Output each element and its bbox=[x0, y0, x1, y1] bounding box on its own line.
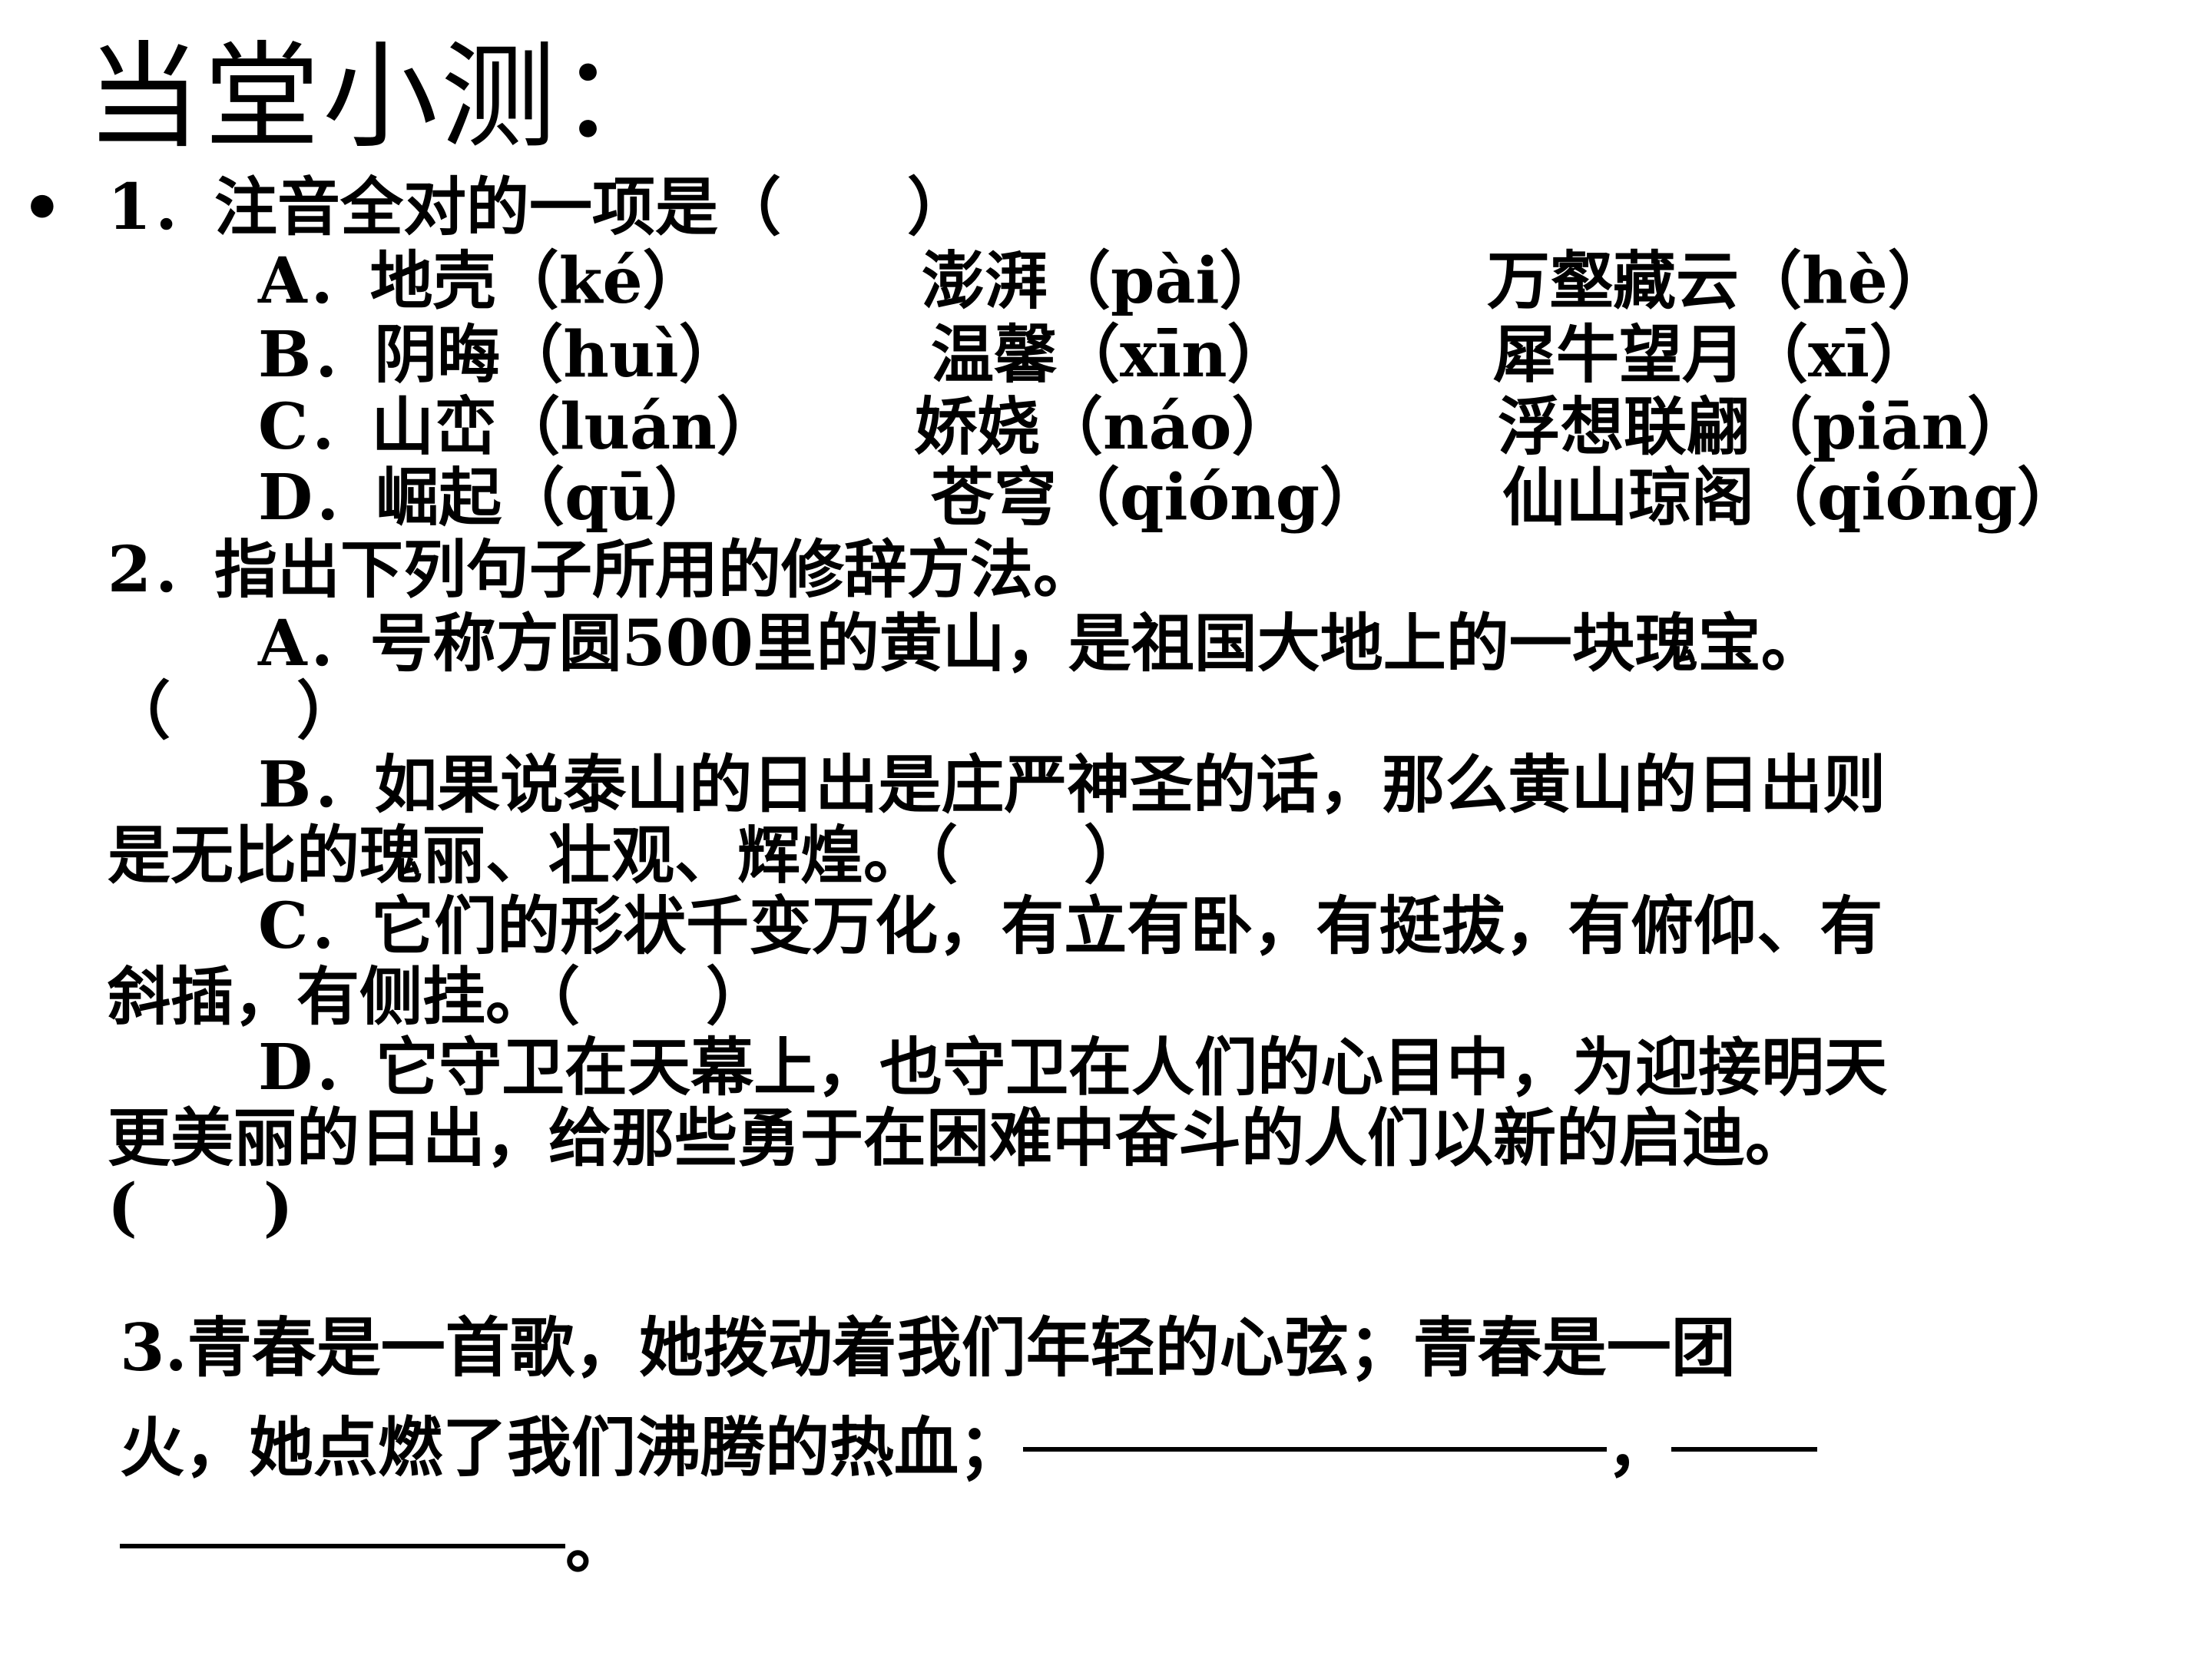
page-title: 当堂小测： bbox=[86, 31, 678, 164]
q2-option-c-line1: C．它们的形状千变万化，有立有卧，有挺拔，有俯仰、有 bbox=[258, 889, 1883, 963]
q1-option-d-word2: 苍穹（qióng） bbox=[931, 461, 1383, 535]
q2-option-d-blank: ( ) bbox=[108, 1171, 293, 1244]
q3-line2: 火，她点燃了我们沸腾的热血； ， bbox=[120, 1398, 1818, 1498]
q1-option-a-word2: 澎湃（pài） bbox=[922, 244, 1283, 318]
q1-option-a-word1: A．地壳（ké） bbox=[258, 244, 706, 318]
q3-line2-text: 火，她点燃了我们沸腾的热血； bbox=[120, 1409, 1024, 1485]
q2-stem: 2．指出下列句子所用的修辞方法。 bbox=[108, 533, 1097, 607]
q3-line3: 。 bbox=[120, 1495, 630, 1594]
q1-option-c-word3: 浮想联翩（piān） bbox=[1498, 390, 2031, 464]
q1-option-b-word1: B．阴晦（huì） bbox=[258, 318, 742, 392]
q3-answer-blank-2b[interactable] bbox=[120, 1544, 565, 1548]
q1-option-d-word1: D．崛起（qū） bbox=[258, 461, 718, 535]
q2-option-c-line2: 斜插，有侧挂。（ ） bbox=[108, 960, 770, 1034]
q1-option-b-word2: 温馨（xīn） bbox=[931, 318, 1290, 392]
bullet-marker: • bbox=[22, 170, 63, 246]
q3-answer-blank-1[interactable] bbox=[1023, 1447, 1608, 1452]
q2-option-a-line1: A．号称方圆500里的黄山，是祖国大地上的一块瑰宝。 bbox=[258, 607, 1824, 680]
q2-option-d-line2: 更美丽的日出，给那些勇于在困难中奋斗的人们以新的启迪。 bbox=[108, 1101, 1809, 1175]
q2-option-b-line1: B．如果说泰山的日出是庄严神圣的话，那么黄山的日出则 bbox=[258, 748, 1886, 822]
q1-option-c-word2: 娇娆（náo） bbox=[914, 390, 1295, 464]
q2-option-d-line1: D．它守卫在天幕上，也守卫在人们的心目中，为迎接明天 bbox=[258, 1031, 1888, 1104]
q3-period: 。 bbox=[565, 1506, 631, 1582]
q3-answer-blank-2a[interactable] bbox=[1671, 1447, 1818, 1452]
q3-line1: 3.青春是一首歌，她拨动着我们年轻的心弦；青春是一团 bbox=[120, 1310, 1736, 1386]
q1-option-a-word3: 万壑藏云（hè） bbox=[1487, 244, 1951, 318]
q1-option-d-word3: 仙山琼阁（qióng） bbox=[1502, 461, 2081, 535]
q3-comma: ， bbox=[1607, 1409, 1672, 1485]
q1-option-c-word1: C．山峦（luán） bbox=[258, 390, 780, 464]
q1-stem: 1．注音全对的一项是（ ） bbox=[108, 171, 971, 244]
q2-option-a-blank: （ ） bbox=[108, 674, 360, 748]
q1-option-b-word3: 犀牛望月（xī） bbox=[1493, 318, 1933, 392]
q2-option-b-line2: 是无比的瑰丽、壮观、辉煌。（ ） bbox=[108, 819, 1147, 892]
